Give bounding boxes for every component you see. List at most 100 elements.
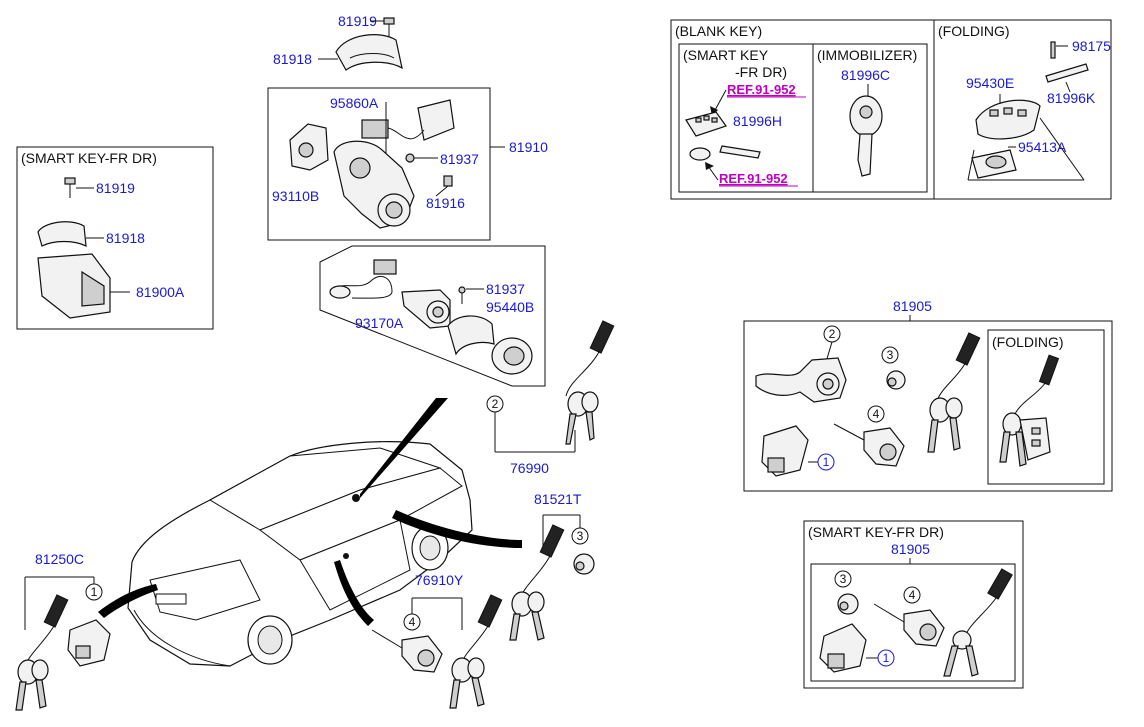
callout-3-label-a: 3 — [887, 348, 894, 362]
callout-1-label-a: 1 — [823, 455, 830, 469]
part-number-76990[interactable]: 76990 — [510, 460, 549, 476]
part-number-98175[interactable]: 98175 — [1072, 38, 1111, 54]
pointer-arrows — [98, 398, 522, 626]
callout-4-circle-b — [903, 586, 921, 604]
part-number-81900A[interactable]: 81900A — [136, 284, 185, 300]
part-number-95860A[interactable]: 95860A — [330, 95, 379, 111]
door-cylinder-bottom-icon — [873, 603, 945, 647]
ignition-lock-group: 81919 81918 81910 95860A 93110B — [267, 13, 548, 241]
caption-blank-key: (BLANK KEY) — [675, 23, 762, 39]
callout-2-circle-a — [486, 395, 504, 413]
callout-3-circle-c — [571, 527, 589, 545]
part-number-81937-a[interactable]: 81937 — [440, 151, 479, 167]
lock-assembly-frame — [267, 87, 491, 241]
cover-81918-left-icon — [37, 221, 87, 248]
key-pair-mid-icon — [927, 332, 981, 453]
cap-icon — [886, 370, 906, 390]
callout-4-circle-a — [867, 405, 885, 423]
reference-link-b[interactable]: REF.91-952 — [719, 171, 788, 186]
caption-smart-key-line2: -FR DR) — [735, 64, 787, 80]
key-pair-icon — [565, 320, 615, 445]
part-number-81905-b[interactable]: 81905 — [891, 541, 930, 557]
part-number-81996K[interactable]: 81996K — [1047, 90, 1096, 106]
callout-4-label-a: 4 — [873, 407, 880, 421]
caption-smart-key-line1: (SMART KEY — [683, 47, 769, 63]
part-number-81916[interactable]: 81916 — [426, 195, 465, 211]
part-number-93170A[interactable]: 93170A — [355, 315, 404, 331]
screw-81937-b-icon — [458, 286, 466, 304]
callout-1-circle-b — [877, 649, 895, 667]
caption-immobilizer: (IMMOBILIZER) — [817, 47, 917, 63]
part-number-81919-top[interactable]: 81919 — [338, 13, 377, 29]
key-cylinder-group: 93170A 81937 95440B — [319, 245, 546, 387]
part-number-81996C[interactable]: 81996C — [841, 67, 890, 83]
folding-key-blade-icon — [1045, 41, 1089, 83]
smart-key-fob-icon — [685, 111, 727, 137]
callout-3-label-b: 3 — [840, 572, 847, 586]
cap-81521T-icon — [573, 553, 595, 575]
trunk-lock-81521T: 81521T 3 — [509, 491, 595, 641]
part-number-81918-top[interactable]: 81918 — [273, 51, 312, 67]
callout-3-label-c: 3 — [577, 529, 584, 543]
smart-key-fr-dr-left-box: (SMART KEY-FR DR) 81919 81918 81900A — [16, 146, 214, 330]
cylinder-assembly-icon — [755, 357, 847, 403]
bolt-81916-icon — [435, 175, 453, 197]
door-cylinder-icon — [833, 423, 905, 467]
immobilizer-module-icon — [361, 99, 455, 141]
caption-folding-top: (FOLDING) — [938, 23, 1010, 39]
smart-key-fr-dr-bottom-box: (SMART KEY-FR DR) 81905 3 4 1 — [803, 520, 1024, 689]
key-pair-81521T-icon — [509, 524, 565, 641]
callout-1-label-b: 1 — [883, 651, 890, 665]
key-pair-76910Y-icon — [449, 594, 503, 709]
callout-1-circle-a — [817, 453, 835, 471]
callout-2-label-b: 2 — [829, 327, 836, 341]
callout-2-label-a: 2 — [492, 397, 499, 411]
part-number-81905-a[interactable]: 81905 — [893, 298, 932, 314]
car-body — [127, 441, 473, 667]
door-cylinder-76910Y-icon — [371, 629, 443, 673]
cap-bottom-icon — [837, 593, 859, 615]
caption-smart-key-fr-dr-bottom: (SMART KEY-FR DR) — [808, 524, 944, 540]
key-pair-bottom-icon — [943, 568, 1013, 677]
part-number-81937-b[interactable]: 81937 — [486, 281, 525, 297]
part-number-81918-left[interactable]: 81918 — [106, 230, 145, 246]
steering-lock-body-icon — [333, 140, 415, 229]
folding-battery-icon — [971, 149, 1017, 179]
caption-folding-mid: (FOLDING) — [992, 334, 1064, 350]
immobilizer-key-icon — [849, 95, 883, 177]
part-number-81996H[interactable]: 81996H — [733, 113, 782, 129]
cylinder-frame — [319, 245, 546, 387]
emergency-key-icon — [719, 145, 761, 159]
callout-3-circle-a — [881, 346, 899, 364]
key-set-76990: 2 76990 — [486, 320, 615, 476]
key-cylinder-icon — [401, 289, 451, 329]
caption-smart-key-fr-dr-left: (SMART KEY-FR DR) — [21, 150, 157, 166]
part-number-95440B[interactable]: 95440B — [486, 299, 534, 315]
ignition-switch-icon — [289, 123, 329, 171]
key-pair-81250C-icon — [15, 594, 69, 711]
part-number-76910Y[interactable]: 76910Y — [415, 572, 464, 588]
cover-81918-icon — [335, 34, 403, 71]
folding-fob-icon — [975, 99, 1041, 140]
door-key-76910Y: 76910Y 4 — [371, 572, 503, 709]
wire-harness-icon — [329, 259, 397, 299]
lock-set-81905: 81905 (FOLDING) 2 3 4 — [743, 298, 1113, 492]
reference-link-a[interactable]: REF.91-952 — [727, 82, 796, 97]
part-number-93110B[interactable]: 93110B — [272, 188, 319, 204]
door-handle-lock-icon — [761, 425, 809, 477]
callout-4-label-c: 4 — [409, 615, 416, 629]
shroud-81900A-icon — [37, 253, 111, 319]
bolt-81919-left-icon — [64, 177, 76, 198]
trunk-key-81250C: 81250C 1 — [15, 551, 111, 711]
part-number-81250C[interactable]: 81250C — [35, 551, 84, 567]
blank-key-box: (BLANK KEY) (FOLDING) (SMART KEY -FR DR)… — [670, 19, 1112, 200]
part-number-81919-left[interactable]: 81919 — [96, 180, 135, 196]
battery-icon — [689, 147, 711, 161]
callout-1-circle-c — [85, 583, 103, 601]
callout-3-circle-b — [834, 570, 852, 588]
bezel-ring-icon — [447, 315, 533, 375]
part-number-95430E[interactable]: 95430E — [966, 75, 1014, 91]
part-number-81521T[interactable]: 81521T — [534, 491, 582, 507]
part-number-81910[interactable]: 81910 — [509, 139, 548, 155]
part-number-95413A[interactable]: 95413A — [1018, 139, 1067, 155]
